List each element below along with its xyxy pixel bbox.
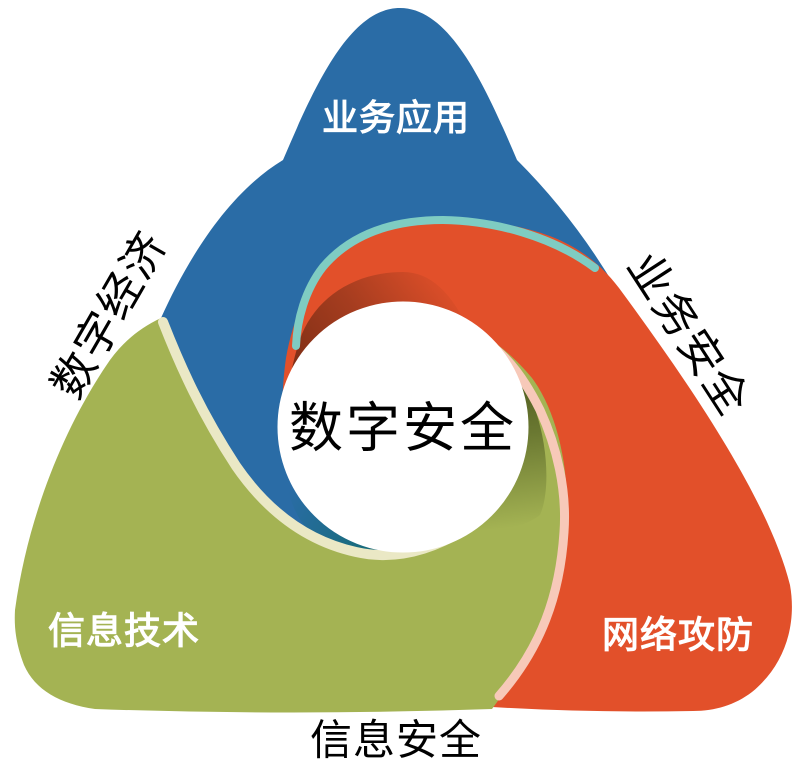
label-top-business-apps: 业务应用 [322,98,470,139]
label-bottom-left-information-technology: 信息技术 [48,610,200,653]
cream-highlight-seam [158,317,469,560]
pink-highlight-seam [484,339,569,701]
red-arm-shape [282,219,792,712]
blue-arm-shape [161,8,617,555]
center-hole [282,306,524,548]
edge-label-bottom-information-security: 信息安全 [310,716,482,765]
red-arm-tail-shadow [286,272,470,456]
teal-highlight-seam [292,215,599,350]
green-arm-tail-shadow [468,338,547,530]
center-label-digital-security: 数字安全 [289,397,517,460]
center-hole-rim [277,301,529,553]
label-bottom-right-network-defense: 网络攻防 [602,614,754,657]
green-arm-shape [14,318,568,713]
